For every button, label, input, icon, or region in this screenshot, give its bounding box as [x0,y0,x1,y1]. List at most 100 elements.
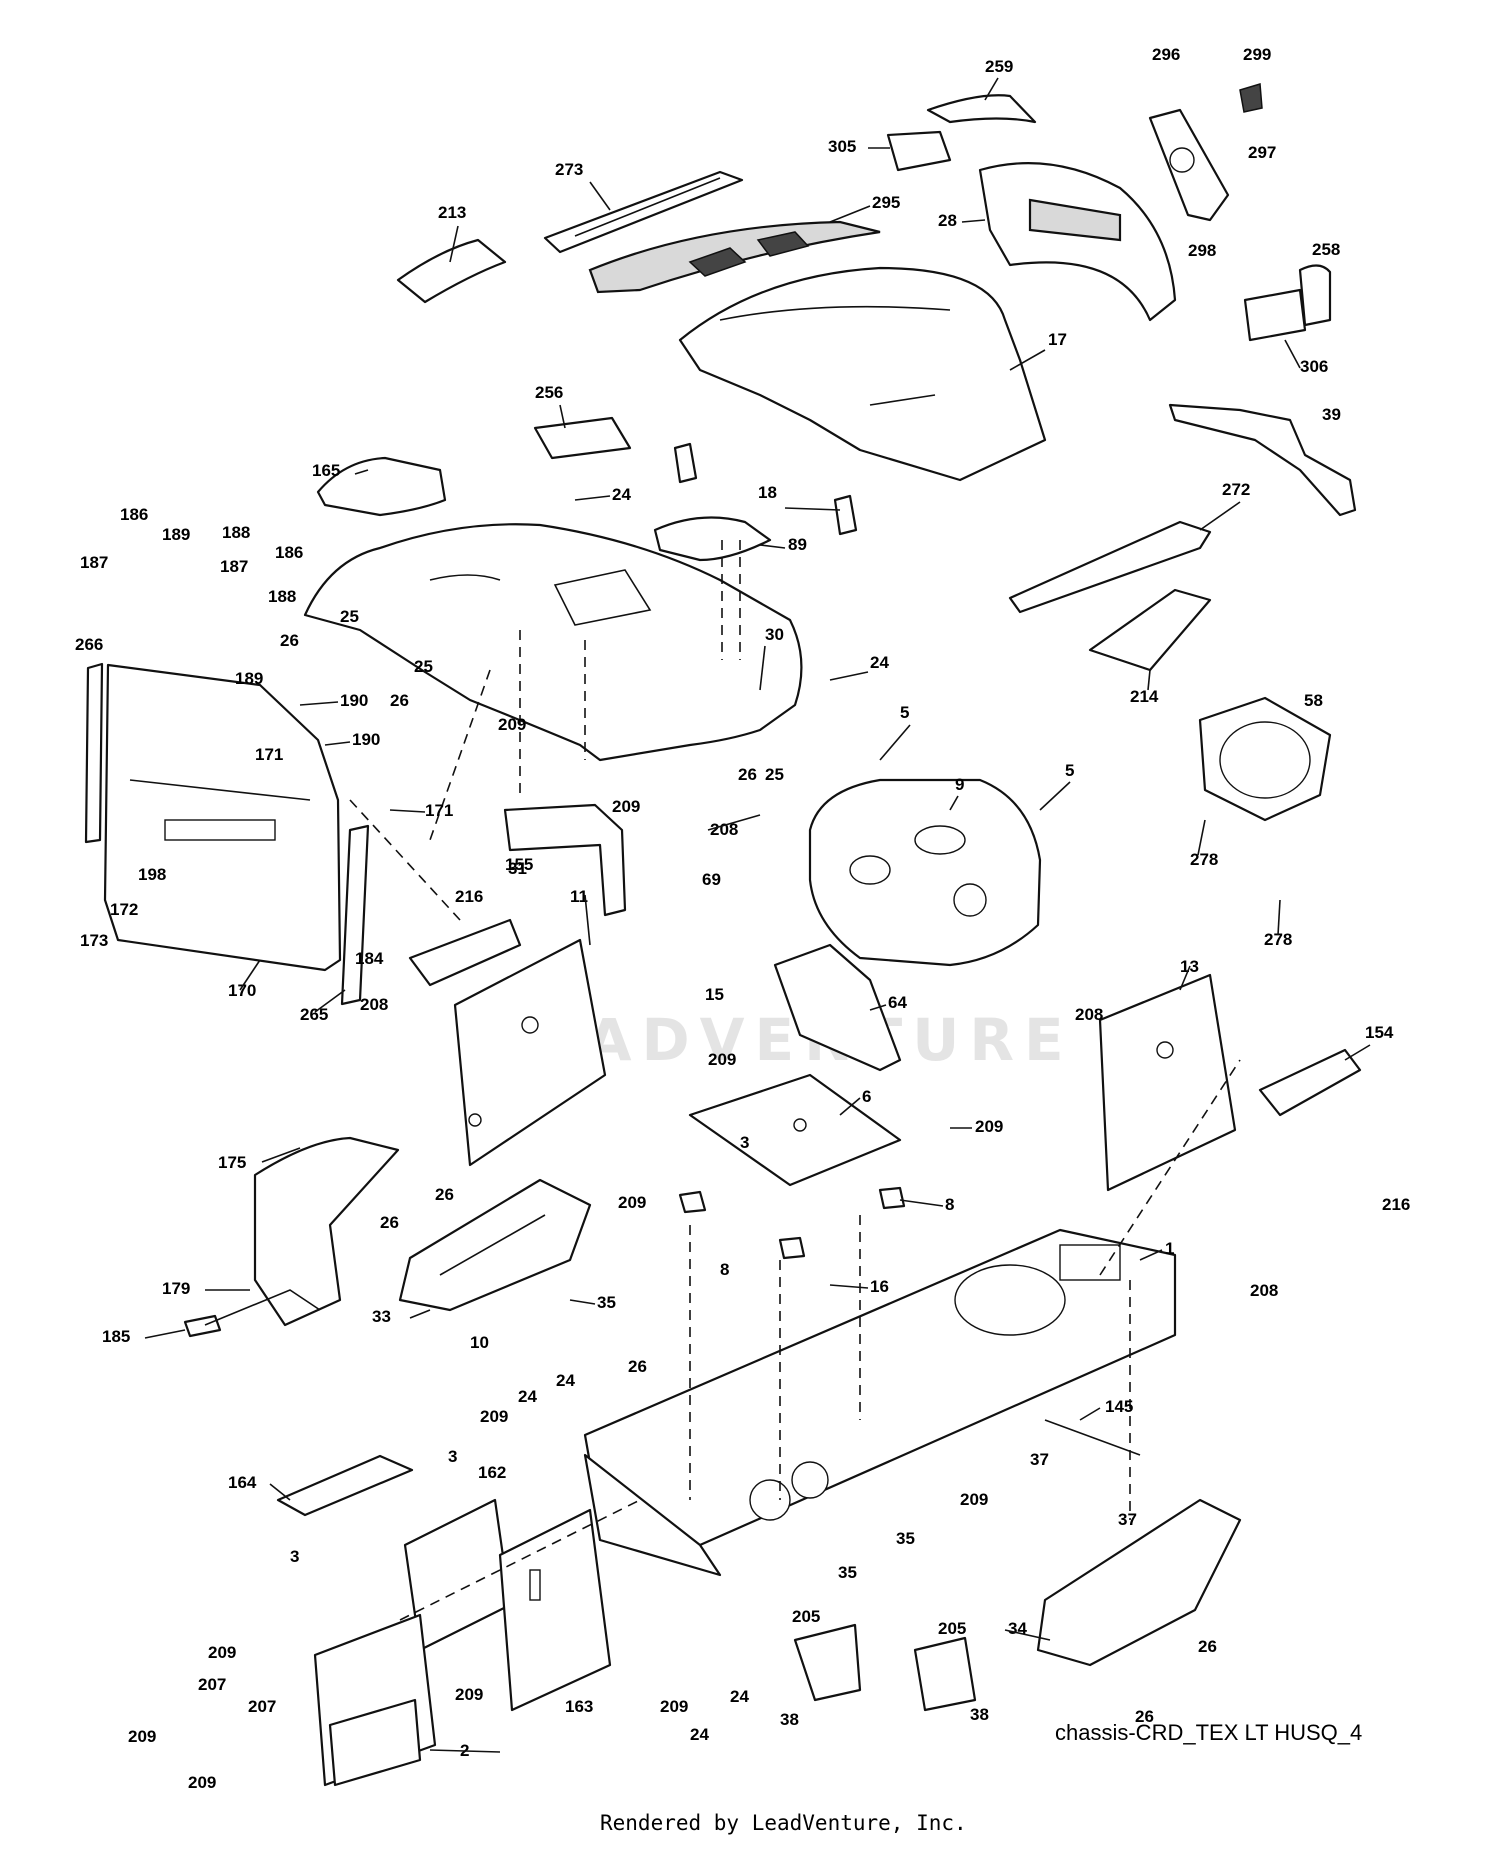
part-266-trim-strip [84,662,104,844]
callout-3-c: 3 [290,1547,299,1566]
callout-24-a: 24 [612,485,631,504]
callout-265: 265 [300,1005,328,1024]
rendered-by-credit: Rendered by LeadVenture, Inc. [600,1811,967,1835]
callout-213: 213 [438,203,466,222]
callout-58: 58 [1304,691,1323,710]
callout-37-a: 37 [1030,1450,1049,1469]
callout-39: 39 [1322,405,1341,424]
callout-9: 9 [955,775,964,794]
part-163-side-plate [498,1508,612,1712]
callout-209-i: 209 [455,1685,483,1704]
callout-266: 266 [75,635,103,654]
callout-6: 6 [862,1087,871,1106]
callout-15: 15 [705,985,724,1004]
callout-256: 256 [535,383,563,402]
callout-305: 305 [828,137,856,156]
leader-lines [144,77,1371,1753]
callout-172: 172 [110,900,138,919]
part-259-headlight-lens [926,94,1037,124]
callout-165: 165 [312,461,340,480]
callout-209-g: 209 [960,1490,988,1509]
part-33-footrest-left [398,1178,592,1312]
callout-10: 10 [470,1333,489,1352]
part-89-shift-lever-cover [653,516,772,562]
callout-69: 69 [702,870,721,889]
callout-163: 163 [565,1697,593,1716]
callout-209-f: 209 [480,1407,508,1426]
callout-8-b: 8 [720,1260,729,1279]
callout-25-c: 25 [765,765,784,784]
callout-278-b: 278 [1264,930,1292,949]
callout-273: 273 [555,160,583,179]
part-39-bracket [1168,403,1357,517]
callout-190-a: 190 [340,691,368,710]
part-9-fuel-tank [808,778,1042,967]
callout-272: 272 [1222,480,1250,499]
callout-162: 162 [478,1463,506,1482]
part-64-cover [773,943,902,1072]
callout-173: 173 [80,931,108,950]
part-306-lamp-housing [1243,288,1307,342]
part-2-front-bracket [313,1613,437,1787]
callout-259: 259 [985,57,1013,76]
part-165-seat-pan [316,456,447,517]
callout-164: 164 [228,1473,257,1492]
callout-17: 17 [1048,330,1067,349]
assembly-lines [349,540,1241,1621]
callout-8-a: 8 [945,1195,954,1214]
callout-35-c: 35 [838,1563,857,1582]
callout-11: 11 [570,887,588,906]
callout-171-a: 171 [255,745,283,764]
callout-24-e: 24 [730,1687,749,1706]
callout-296: 296 [1152,45,1180,64]
part-8-clip [678,1186,906,1260]
part-154-bracket [1258,1048,1362,1117]
callout-208-d: 208 [1250,1281,1278,1300]
callout-258: 258 [1312,240,1340,259]
callout-33: 33 [372,1307,391,1326]
callout-35-a: 35 [597,1293,616,1312]
callout-154: 154 [1365,1023,1394,1042]
callout-207-a: 207 [198,1675,226,1694]
part-38-bracket-right [913,1636,977,1712]
callout-26-h: 26 [1135,1707,1154,1726]
part-296-grille-insert [1148,108,1230,222]
callout-89: 89 [788,535,807,554]
callout-64: 64 [888,993,907,1012]
callout-155: 155 [505,855,533,874]
callout-209-a: 209 [498,715,526,734]
callout-209-c: 209 [708,1050,736,1069]
part-145-rod [1044,1419,1141,1456]
callout-3-a: 3 [740,1133,749,1152]
part-256-cover [533,416,632,460]
callout-25-a: 25 [340,607,359,626]
part-164-cover [276,1454,414,1517]
callout-209-l: 209 [188,1773,216,1792]
callout-24-f: 24 [690,1725,709,1744]
callout-26-f: 26 [628,1357,647,1376]
callout-278-a: 278 [1190,850,1218,869]
callout-16: 16 [870,1277,889,1296]
callout-5-b: 5 [1065,761,1074,780]
part-28-front-grille [978,162,1177,322]
part-170-seat-panel [103,663,342,972]
callout-205-a: 205 [792,1607,820,1626]
part-13-side-plate-right [1098,973,1237,1192]
callout-187-b: 187 [220,557,248,576]
part-305-lamp-housing [886,130,952,172]
callout-186-a: 186 [120,505,148,524]
callout-28: 28 [938,211,957,230]
part-295-hood-insert [588,220,881,294]
part-272-side-grille [1008,520,1212,614]
part-179-lever [204,1289,321,1326]
callout-188-a: 188 [222,523,250,542]
part-175-mower-shield [253,1136,400,1327]
callout-31: 31 [508,859,527,878]
callout-37-b: 37 [1118,1510,1137,1529]
callout-205-b: 205 [938,1619,966,1638]
callout-1: 1 [1165,1239,1174,1258]
callout-3-b: 3 [448,1447,457,1466]
part-1-frame [583,1228,1177,1577]
callout-189-b: 189 [235,669,263,688]
part-11-side-plate-left [453,938,607,1167]
